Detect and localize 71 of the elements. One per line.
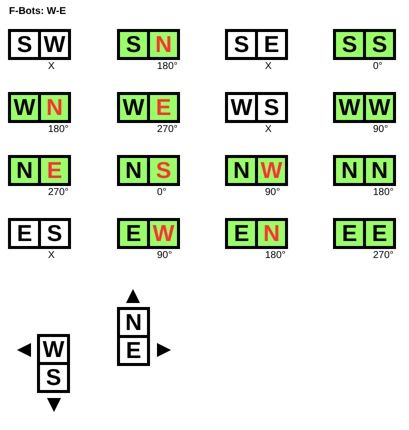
letter-cell: N	[11, 158, 38, 183]
letter-cell: E	[41, 158, 68, 183]
letter-cell: E	[120, 338, 147, 363]
letter-cell: W	[228, 95, 255, 120]
letter-cell: N	[150, 32, 177, 57]
rotation-label: X	[265, 61, 272, 72]
letter-cell: W	[336, 95, 363, 120]
letter-cell: S	[228, 32, 255, 57]
letter-cell: E	[120, 221, 147, 246]
letter-cell: S	[40, 365, 67, 390]
letter-tile	[333, 218, 396, 249]
rotation-label: 180°	[157, 61, 178, 72]
letter-tile	[37, 334, 70, 393]
letter-tile	[117, 307, 150, 366]
letter-cell: N	[120, 158, 147, 183]
letter-cell: S	[120, 32, 147, 57]
rotation-label: 180°	[373, 187, 394, 198]
letter-cell: W	[150, 221, 177, 246]
letter-cell: S	[336, 32, 363, 57]
letter-cell: S	[41, 221, 68, 246]
letter-tile	[333, 155, 396, 186]
letter-tile	[225, 29, 288, 60]
letter-cell: W	[366, 95, 393, 120]
letter-tile	[333, 92, 396, 123]
rotation-label: X	[48, 61, 55, 72]
letter-tile	[333, 29, 396, 60]
rotation-label: 180°	[265, 250, 286, 261]
letter-cell: W	[40, 337, 67, 362]
letter-cell: W	[41, 32, 68, 57]
letter-cell: E	[11, 221, 38, 246]
letter-cell: S	[150, 158, 177, 183]
letter-tile	[225, 155, 288, 186]
letter-cell: E	[258, 32, 285, 57]
rotation-label: 180°	[48, 124, 69, 135]
letter-cell: N	[366, 158, 393, 183]
letter-cell: E	[336, 221, 363, 246]
letter-tile	[225, 218, 288, 249]
letter-cell: E	[150, 95, 177, 120]
letter-cell: S	[366, 32, 393, 57]
title: F-Bots: W-E	[9, 6, 66, 17]
rotation-label: 270°	[157, 124, 178, 135]
rotation-label: 0°	[373, 61, 383, 72]
letter-cell: W	[258, 158, 285, 183]
letter-cell: E	[228, 221, 255, 246]
letter-cell: N	[120, 310, 147, 335]
letter-tile	[8, 29, 71, 60]
rotation-label: 90°	[265, 187, 280, 198]
letter-tile	[225, 92, 288, 123]
letter-cell: E	[366, 221, 393, 246]
letter-tile	[8, 92, 71, 123]
letter-tile	[117, 155, 180, 186]
letter-tile	[117, 92, 180, 123]
letter-tile	[8, 218, 71, 249]
letter-cell: N	[258, 221, 285, 246]
rotation-label: 0°	[157, 187, 167, 198]
letter-cell: W	[11, 95, 38, 120]
letter-cell: N	[336, 158, 363, 183]
rotation-label: 90°	[157, 250, 172, 261]
letter-tile	[8, 155, 71, 186]
letter-cell: S	[11, 32, 38, 57]
rotation-label: X	[48, 250, 55, 261]
letter-cell: N	[41, 95, 68, 120]
rotation-label: 270°	[373, 250, 394, 261]
letter-tile	[117, 29, 180, 60]
rotation-label: 270°	[48, 187, 69, 198]
letter-cell: W	[120, 95, 147, 120]
rotation-label: X	[265, 124, 272, 135]
rotation-label: 90°	[373, 124, 388, 135]
letter-cell: S	[258, 95, 285, 120]
letter-cell: N	[228, 158, 255, 183]
letter-tile	[117, 218, 180, 249]
